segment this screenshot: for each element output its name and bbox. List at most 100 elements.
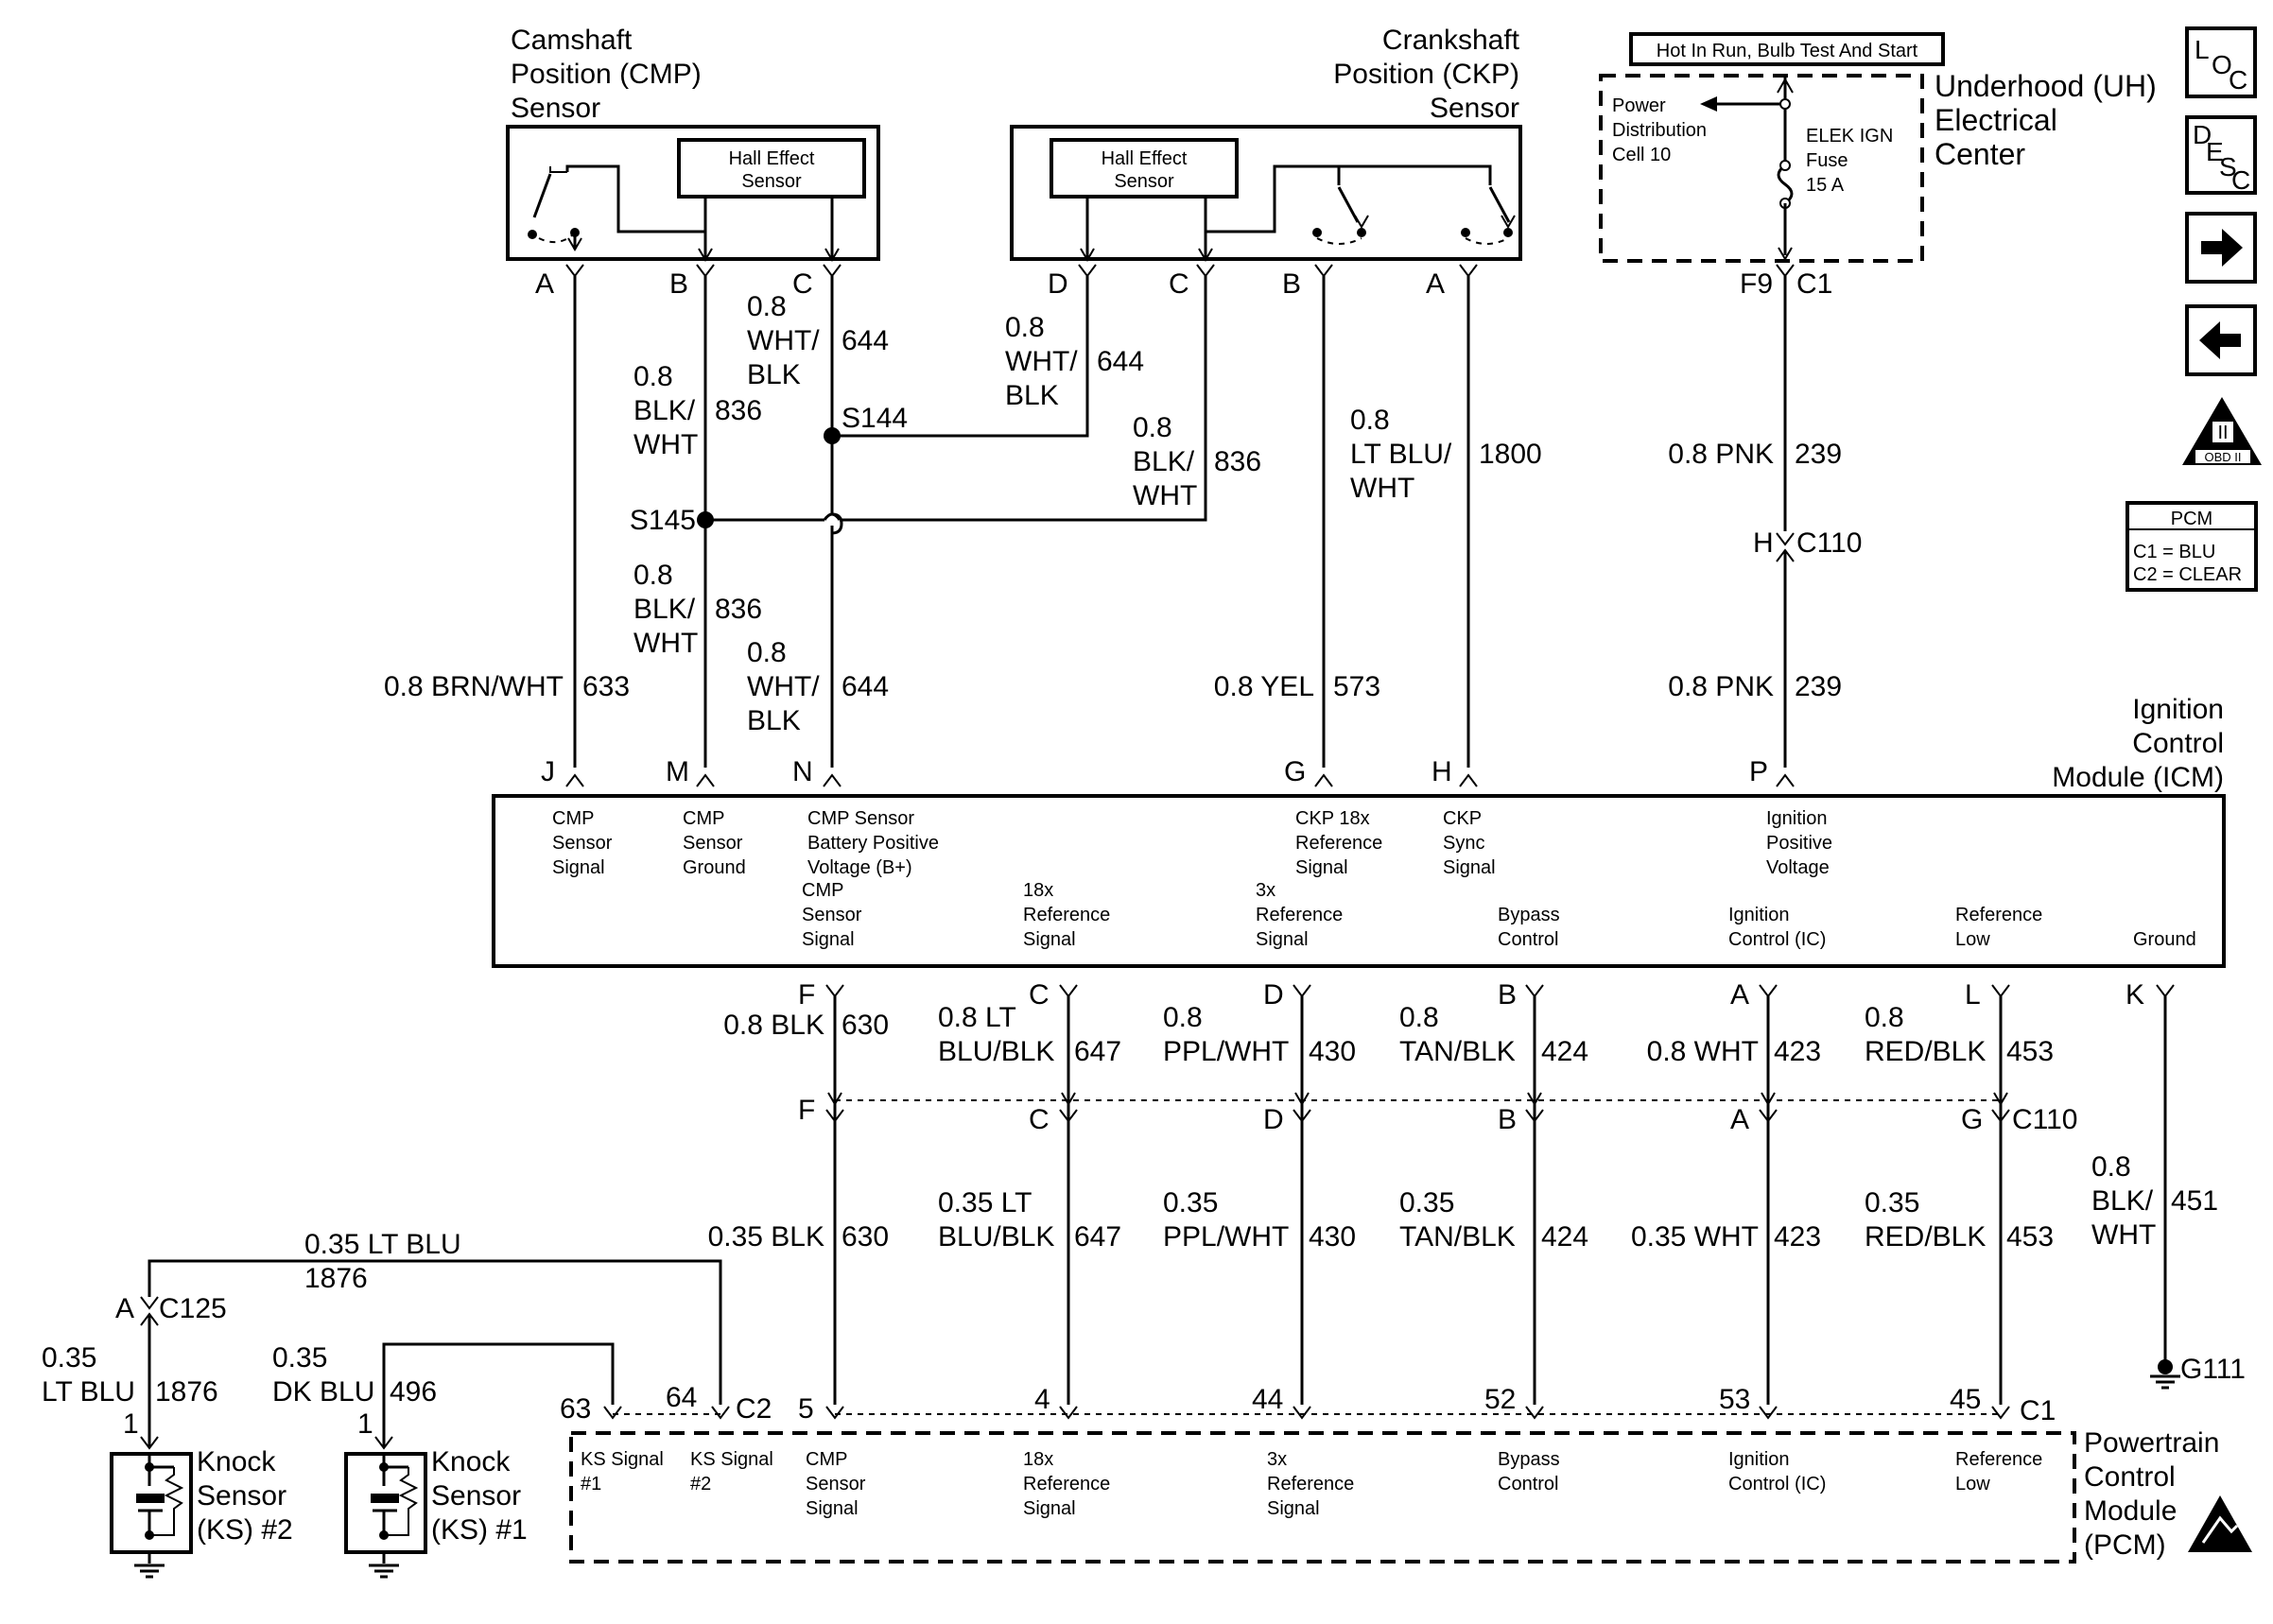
svg-text:5: 5 — [798, 1393, 814, 1425]
cmp-switch-contact-a — [528, 230, 537, 239]
hot-in-run-banner — [1629, 32, 1945, 66]
svg-text:647: 647 — [1074, 1036, 1121, 1067]
lower-wires: F C D B A G C110 G111 — [798, 996, 2246, 1405]
svg-text:BLK: BLK — [747, 359, 801, 390]
svg-text:RED/BLK: RED/BLK — [1865, 1036, 1986, 1067]
svg-text:453: 453 — [2006, 1036, 2054, 1067]
svg-text:53: 53 — [1719, 1384, 1750, 1415]
svg-text:0.35: 0.35 — [1163, 1187, 1218, 1218]
svg-text:L: L — [2195, 35, 2210, 64]
svg-text:O: O — [2212, 50, 2232, 79]
lower-wire-labels: 0.8 BLK 630 0.8 LT BLU/BLK 647 0.8 PPL/W… — [708, 1002, 2219, 1253]
svg-text:K: K — [2126, 979, 2144, 1011]
svg-text:A: A — [115, 1293, 134, 1324]
svg-text:C1: C1 — [1796, 268, 1832, 300]
svg-text:0.8: 0.8 — [1163, 1002, 1203, 1033]
svg-text:C110: C110 — [2012, 1104, 2078, 1135]
svg-text:Control (IC): Control (IC) — [1728, 929, 1826, 950]
cmp-sensor-box — [506, 125, 880, 261]
pcm-title-3: Module — [2084, 1495, 2177, 1527]
loc-icon[interactable]: L O C — [2185, 26, 2257, 98]
svg-text:Reference: Reference — [1295, 833, 1382, 854]
svg-text:1876: 1876 — [304, 1263, 368, 1294]
fuse-label-3: 15 A — [1806, 175, 1845, 196]
svg-text:C: C — [2229, 65, 2247, 95]
svg-text:S144: S144 — [842, 403, 908, 434]
svg-text:52: 52 — [1484, 1384, 1516, 1415]
svg-text:0.8 WHT: 0.8 WHT — [1647, 1036, 1759, 1067]
svg-text:Positive: Positive — [1766, 833, 1832, 854]
svg-text:0.8: 0.8 — [2091, 1151, 2131, 1183]
prev-page-icon[interactable] — [2185, 304, 2257, 376]
svg-text:G111: G111 — [2180, 1354, 2246, 1385]
svg-text:WHT/: WHT/ — [747, 325, 820, 356]
svg-text:0.35 BLK: 0.35 BLK — [708, 1221, 824, 1253]
obd-ii-icon[interactable]: II OBD II — [2182, 397, 2262, 465]
svg-text:C110: C110 — [1796, 527, 1863, 559]
desc-icon[interactable]: D E S C — [2185, 115, 2257, 195]
svg-text:WHT: WHT — [2091, 1219, 2156, 1251]
svg-text:18x: 18x — [1023, 880, 1053, 901]
svg-text:239: 239 — [1795, 439, 1842, 470]
svg-text:0.35: 0.35 — [42, 1342, 96, 1373]
svg-text:Battery Positive: Battery Positive — [807, 833, 939, 854]
cmp-internal-b — [565, 164, 707, 233]
svg-text:BLU/BLK: BLU/BLK — [938, 1221, 1054, 1253]
svg-text:44: 44 — [1252, 1384, 1283, 1415]
svg-text:0.35: 0.35 — [272, 1342, 327, 1373]
svg-text:PPL/WHT: PPL/WHT — [1163, 1036, 1289, 1067]
pcm-title-1: Powertrain — [2084, 1427, 2219, 1459]
svg-text:424: 424 — [1541, 1221, 1588, 1253]
splice-s145 — [697, 511, 714, 528]
svg-text:Reference: Reference — [1955, 905, 2042, 925]
svg-text:BLK/: BLK/ — [633, 594, 696, 625]
svg-text:BLK: BLK — [1005, 380, 1059, 411]
svg-text:573: 573 — [1333, 671, 1380, 702]
icm-module: Ignition Control Module (ICM) J M N G H … — [492, 694, 2226, 1011]
svg-text:M: M — [666, 756, 689, 787]
svg-text:D: D — [1263, 979, 1284, 1011]
svg-text:3x: 3x — [1256, 880, 1275, 901]
ckp-title-1: Crankshaft — [1382, 25, 1520, 56]
icm-title-3: Module (ICM) — [2052, 762, 2224, 793]
svg-text:Signal: Signal — [1267, 1498, 1320, 1519]
svg-text:644: 644 — [842, 325, 889, 356]
svg-text:WHT/: WHT/ — [747, 671, 820, 702]
svg-text:TAN/BLK: TAN/BLK — [1399, 1036, 1516, 1067]
svg-text:1800: 1800 — [1479, 439, 1542, 470]
cmp-title-1: Camshaft — [511, 25, 633, 56]
svg-text:Signal: Signal — [802, 929, 855, 950]
ckp-title-2: Position (CKP) — [1333, 59, 1519, 90]
svg-text:F: F — [798, 1095, 815, 1126]
svg-text:G: G — [1961, 1104, 1983, 1135]
svg-text:#2: #2 — [690, 1474, 711, 1494]
knock-sensor-wiring: 0.35 LT BLU 1876 A C125 0.35 LT BLU 1876… — [42, 1229, 722, 1446]
uh-dashed-box — [1599, 74, 1924, 263]
svg-text:#1: #1 — [581, 1474, 601, 1494]
ground-g111 — [2158, 1359, 2173, 1374]
svg-text:Signal: Signal — [806, 1498, 859, 1519]
svg-text:1: 1 — [357, 1408, 373, 1440]
svg-text:CMP: CMP — [806, 1449, 847, 1470]
splice-s144 — [824, 427, 841, 444]
ckp-hall-box — [1050, 138, 1239, 199]
sensor-connectors: A B C D C B A F9 C1 — [535, 264, 1832, 300]
cmp-sensor: Camshaft Position (CMP) Sensor Hall Effe… — [506, 25, 880, 261]
next-page-icon[interactable] — [2185, 212, 2257, 284]
fuse-label-2: Fuse — [1806, 150, 1848, 171]
cmp-switch-blade — [532, 173, 552, 218]
svg-text:LT BLU/: LT BLU/ — [1350, 439, 1452, 470]
svg-text:BLK/: BLK/ — [633, 395, 696, 426]
ks1-label-3: (KS) #1 — [431, 1514, 528, 1546]
esd-warning-icon — [2188, 1495, 2252, 1552]
svg-text:Reference: Reference — [1023, 905, 1110, 925]
svg-text:Bypass: Bypass — [1498, 1449, 1560, 1470]
underhood-center: Hot In Run, Bulb Test And Start Power Di… — [1599, 32, 2157, 263]
ckp-title-3: Sensor — [1430, 93, 1519, 124]
svg-text:KS Signal: KS Signal — [581, 1449, 664, 1470]
svg-text:423: 423 — [1774, 1036, 1821, 1067]
svg-text:S: S — [2219, 152, 2237, 181]
svg-text:647: 647 — [1074, 1221, 1121, 1253]
svg-text:CMP Sensor: CMP Sensor — [807, 808, 914, 829]
fuse-label-1: ELEK IGN — [1806, 126, 1893, 147]
